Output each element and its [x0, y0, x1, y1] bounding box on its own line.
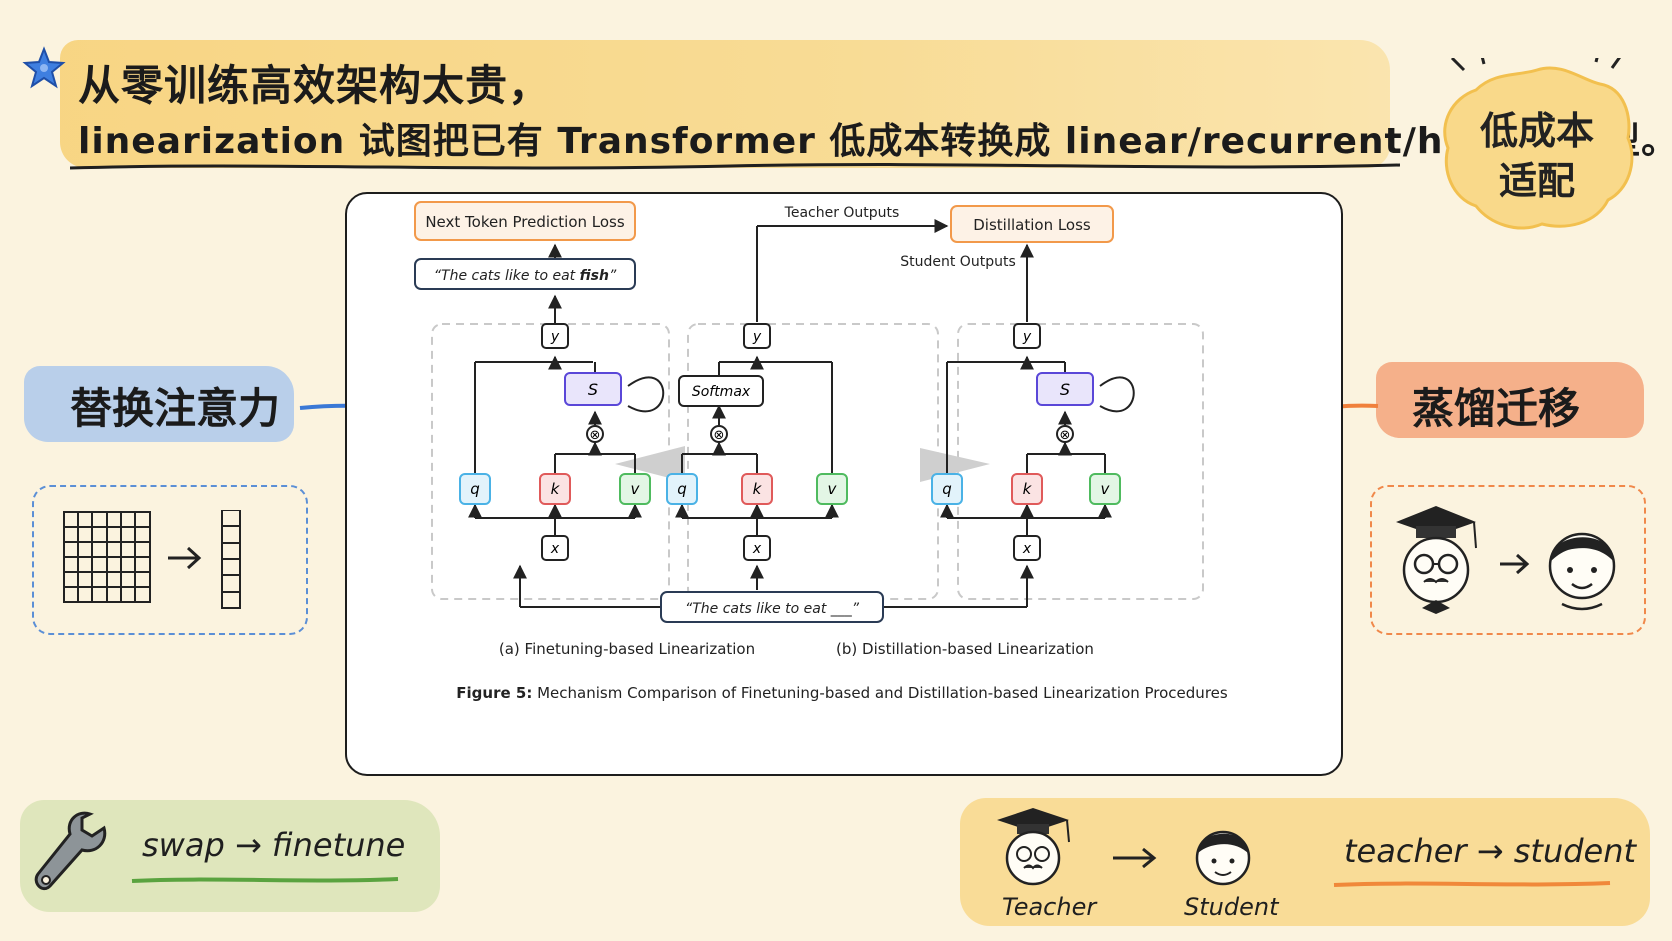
figure-caption: Figure 5: Mechanism Comparison of Finetu…	[456, 684, 1228, 702]
svg-text:q: q	[942, 480, 952, 498]
gray-arrow-left	[615, 446, 685, 482]
node-k: k	[539, 473, 571, 505]
node-y: y	[1013, 323, 1041, 349]
svg-text:x: x	[550, 541, 560, 557]
svg-text:v: v	[631, 480, 641, 498]
right-label-highlight	[1376, 362, 1644, 438]
node-y: y	[541, 323, 569, 349]
header-highlight-band	[60, 40, 1390, 168]
star-icon	[22, 46, 66, 89]
node-y: y	[743, 323, 771, 349]
bottom-left-band	[20, 800, 440, 912]
swap-finetune-text: swap → finetune	[142, 826, 406, 864]
input-text: “The cats like to eat ___”	[685, 601, 860, 617]
node-x: x	[541, 535, 569, 561]
teacher-student-text: teacher → student	[1344, 832, 1637, 870]
input-text-box	[660, 591, 884, 623]
node-v: v	[1089, 473, 1121, 505]
bottom-right-band	[960, 798, 1650, 926]
title-underline	[70, 163, 1400, 170]
node-x: x	[1013, 535, 1041, 561]
svg-text:⊗: ⊗	[714, 428, 725, 443]
arrow-right-icon	[1500, 553, 1530, 575]
left-label-highlight	[24, 366, 294, 442]
student-outputs-label: Student Outputs	[900, 254, 1016, 270]
node-s: S	[564, 372, 622, 406]
svg-text:k: k	[551, 480, 561, 498]
node-q: q	[666, 473, 698, 505]
svg-text:y: y	[1022, 329, 1032, 345]
node-q: q	[931, 473, 963, 505]
title-line-2: linearization 试图把已有 Transformer 低成本转换成 l…	[78, 121, 1672, 162]
node-v: v	[816, 473, 848, 505]
svg-text:q: q	[470, 480, 480, 498]
svg-text:⊗: ⊗	[1060, 428, 1071, 443]
arrow-right-icon	[1113, 847, 1157, 869]
student-face-icon	[1548, 532, 1616, 611]
teacher-face-icon	[1396, 506, 1477, 614]
panel-teacher	[687, 323, 939, 600]
teacher-student-illustration	[1396, 506, 1616, 614]
node-x: x	[743, 535, 771, 561]
svg-text:y: y	[550, 329, 560, 345]
matrix-grid-icon	[63, 510, 241, 609]
svg-text:⊗: ⊗	[590, 428, 601, 443]
title-line-1: 从零训练高效架构太贵，	[78, 61, 552, 110]
node-otimes: ⊗	[586, 425, 604, 443]
output-text-box	[414, 258, 636, 290]
next-token-loss-box	[414, 201, 636, 241]
badge-line-2: 适配	[1498, 159, 1575, 203]
green-underline	[131, 877, 399, 883]
svg-text:q: q	[677, 480, 687, 498]
node-q: q	[459, 473, 491, 505]
caption-b: (b) Distillation-based Linearization	[836, 640, 1094, 658]
svg-text:v: v	[1101, 480, 1111, 498]
node-v: v	[619, 473, 651, 505]
next-token-loss-text: Next Token Prediction Loss	[425, 213, 625, 231]
distill-transfer-label: 蒸馏迁移	[1412, 384, 1581, 433]
node-k: k	[1011, 473, 1043, 505]
svg-text:k: k	[753, 480, 763, 498]
arrow-right-icon	[168, 546, 202, 570]
student-face-icon	[1195, 830, 1251, 886]
svg-text:x: x	[752, 541, 762, 557]
badge-spark	[1594, 58, 1599, 63]
wrench-icon	[34, 811, 107, 891]
teacher-label: Teacher	[1002, 893, 1097, 921]
teacher-outputs-label: Teacher Outputs	[784, 205, 900, 221]
teacher-student-small-illustration	[997, 808, 1251, 886]
svg-text:S: S	[588, 380, 598, 399]
distillation-loss-text: Distillation Loss	[973, 216, 1091, 234]
teacher-face-icon	[997, 808, 1070, 886]
node-otimes: ⊗	[1056, 425, 1074, 443]
svg-text:x: x	[1022, 541, 1032, 557]
replace-attention-label: 替换注意力	[70, 384, 281, 433]
linearization-figure: Next Token Prediction Loss “The cats lik…	[414, 201, 1228, 702]
node-k: k	[741, 473, 773, 505]
panel-student	[957, 323, 1204, 600]
student-label: Student	[1184, 893, 1279, 921]
svg-text:y: y	[752, 329, 762, 345]
distillation-loss-box	[950, 205, 1114, 243]
svg-text:Softmax: Softmax	[692, 384, 751, 400]
node-s: S	[1036, 372, 1094, 406]
badge-line-1: 低成本	[1479, 109, 1594, 153]
badge-spark	[1610, 58, 1621, 69]
badge-spark	[1480, 58, 1486, 65]
matrix-to-vector-panel	[32, 485, 308, 635]
caption-a: (a) Finetuning-based Linearization	[499, 640, 755, 658]
vector-column-icon	[221, 510, 241, 609]
node-otimes: ⊗	[710, 425, 728, 443]
teacher-to-student-panel	[1370, 485, 1646, 635]
output-text: “The cats like to eat fish”	[434, 268, 617, 284]
orange-underline	[1333, 881, 1611, 887]
svg-text:k: k	[1023, 480, 1033, 498]
low-cost-badge	[1443, 58, 1634, 230]
svg-text:v: v	[828, 480, 838, 498]
svg-text:S: S	[1060, 380, 1070, 399]
badge-spark	[1450, 58, 1466, 72]
node-softmax: Softmax	[678, 375, 764, 407]
